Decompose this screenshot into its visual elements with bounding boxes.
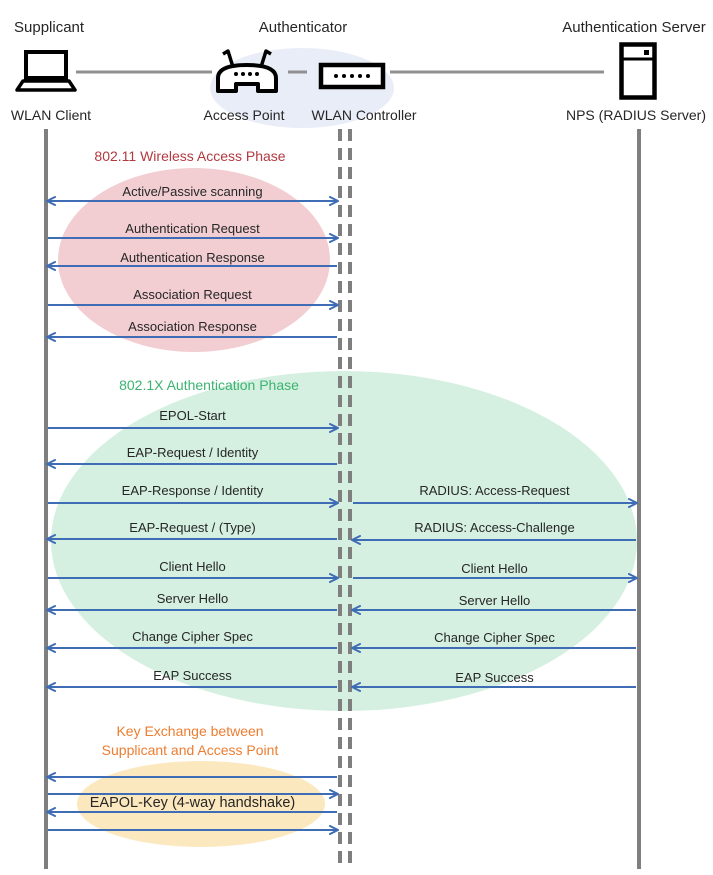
message-label: EAP-Request / (Type) <box>129 519 256 535</box>
phase-title-2: 802.1X Authentication Phase <box>119 376 299 393</box>
message-label: Client Hello <box>461 560 528 576</box>
node-label-access-point: Access Point <box>203 107 285 123</box>
message-label: EAP-Response / Identity <box>121 482 264 498</box>
phase-ellipse-2 <box>51 371 637 711</box>
node-label-wlan-controller: WLAN Controller <box>311 107 417 123</box>
phase-title-1: 802.11 Wireless Access Phase <box>94 147 286 164</box>
message-label: EAP Success <box>153 667 232 683</box>
message-label: Association Request <box>133 286 252 302</box>
server-icon <box>619 42 657 100</box>
role-label-supplicant: Supplicant <box>14 19 85 36</box>
node-label-nps: NPS (RADIUS Server) <box>565 107 707 123</box>
message-label: EAPOL-Key (4-way handshake) <box>89 794 296 811</box>
role-label-authenticator: Authenticator <box>258 19 348 36</box>
message-label: Association Response <box>128 318 257 334</box>
access-point-icon <box>216 49 278 93</box>
message-label: Server Hello <box>156 590 229 606</box>
phase-title-3: Key Exchange between <box>116 723 264 739</box>
message-label: Change Cipher Spec <box>434 629 555 645</box>
message-label: Server Hello <box>458 592 531 608</box>
message-label: RADIUS: Access-Request <box>419 482 570 498</box>
message-label: Authentication Response <box>120 249 265 265</box>
message-label: Client Hello <box>159 558 226 574</box>
message-label: RADIUS: Access-Challenge <box>414 519 575 535</box>
lifelines-layer <box>44 129 641 869</box>
node-label-wlan-client: WLAN Client <box>10 107 92 123</box>
message-label: EAP Success <box>455 669 534 685</box>
laptop-icon <box>15 50 77 92</box>
wlan-controller-icon <box>318 62 386 90</box>
message-label: Authentication Request <box>125 220 260 236</box>
message-label: EAP-Request / Identity <box>126 444 259 460</box>
message-label: Change Cipher Spec <box>132 628 253 644</box>
message-label: Active/Passive scanning <box>122 183 263 199</box>
message-label: EPOL-Start <box>159 407 226 423</box>
phase-ellipse-3 <box>77 761 325 847</box>
role-label-authentication-server: Authentication Server <box>562 19 706 36</box>
message-arrows-layer <box>46 196 638 835</box>
phase-title-3: Supplicant and Access Point <box>101 742 279 758</box>
